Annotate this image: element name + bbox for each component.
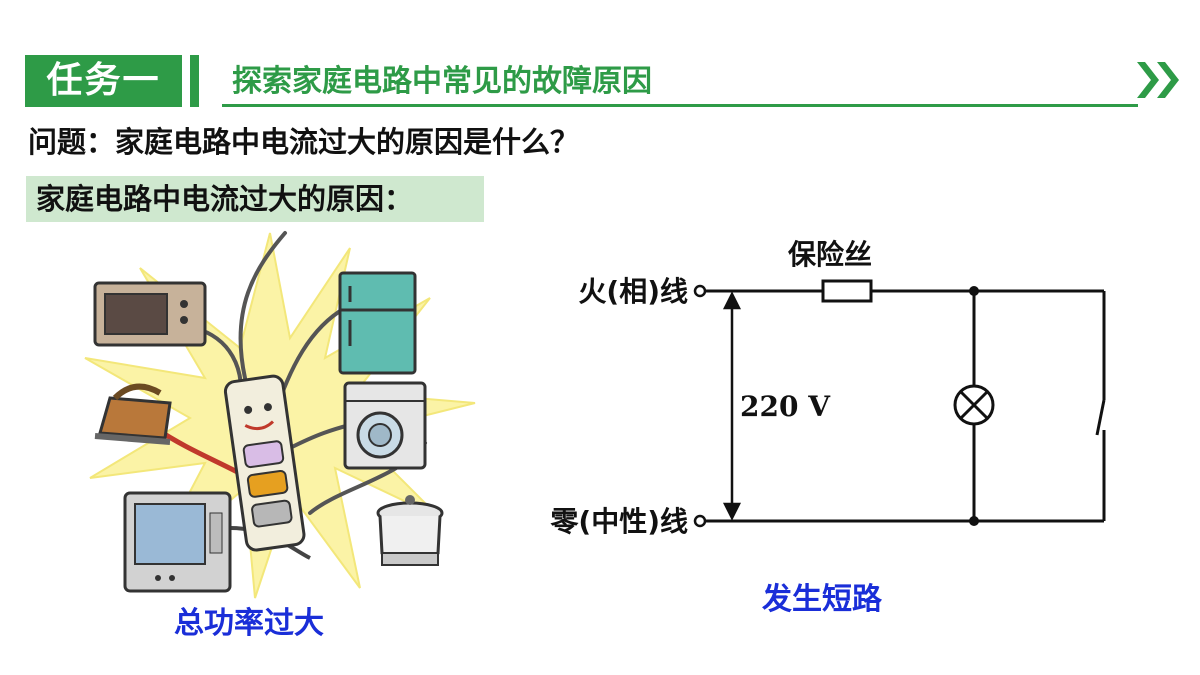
live-terminal xyxy=(693,284,707,298)
fuse-icon xyxy=(821,279,873,303)
voltage-label: 220 V xyxy=(740,390,831,423)
title-underline xyxy=(222,104,1138,107)
lamp-icon xyxy=(953,384,995,426)
fuse-label: 保险丝 xyxy=(788,238,872,271)
power-strip-icon xyxy=(223,374,306,552)
chevron-double-right-icon[interactable] xyxy=(1135,60,1185,100)
task-badge: 任务一 xyxy=(25,55,182,107)
rice-cooker-icon xyxy=(376,495,444,566)
task-divider-bar xyxy=(190,55,199,107)
short-circuit-diagram: 保险丝 火(相)线 零(中性)线 220 V xyxy=(550,238,1106,538)
short-circuit-caption: 发生短路 xyxy=(762,582,882,617)
neutral-wire-label: 零(中性)线 xyxy=(550,505,688,538)
microwave-icon xyxy=(93,281,207,347)
refrigerator-icon xyxy=(338,271,417,375)
iron-icon xyxy=(94,383,172,445)
washing-machine-icon xyxy=(343,381,427,470)
tv-icon xyxy=(123,491,232,593)
neutral-terminal xyxy=(693,514,707,528)
overload-illustration xyxy=(84,231,476,599)
overload-caption: 总功率过大 xyxy=(174,606,324,641)
task-title: 探索家庭电路中常见的故障原因 xyxy=(232,64,652,99)
question-text: 问题：家庭电路中电流过大的原因是什么？ xyxy=(28,125,580,159)
live-wire-label: 火(相)线 xyxy=(578,275,688,308)
cause-heading: 家庭电路中电流过大的原因： xyxy=(26,176,484,222)
